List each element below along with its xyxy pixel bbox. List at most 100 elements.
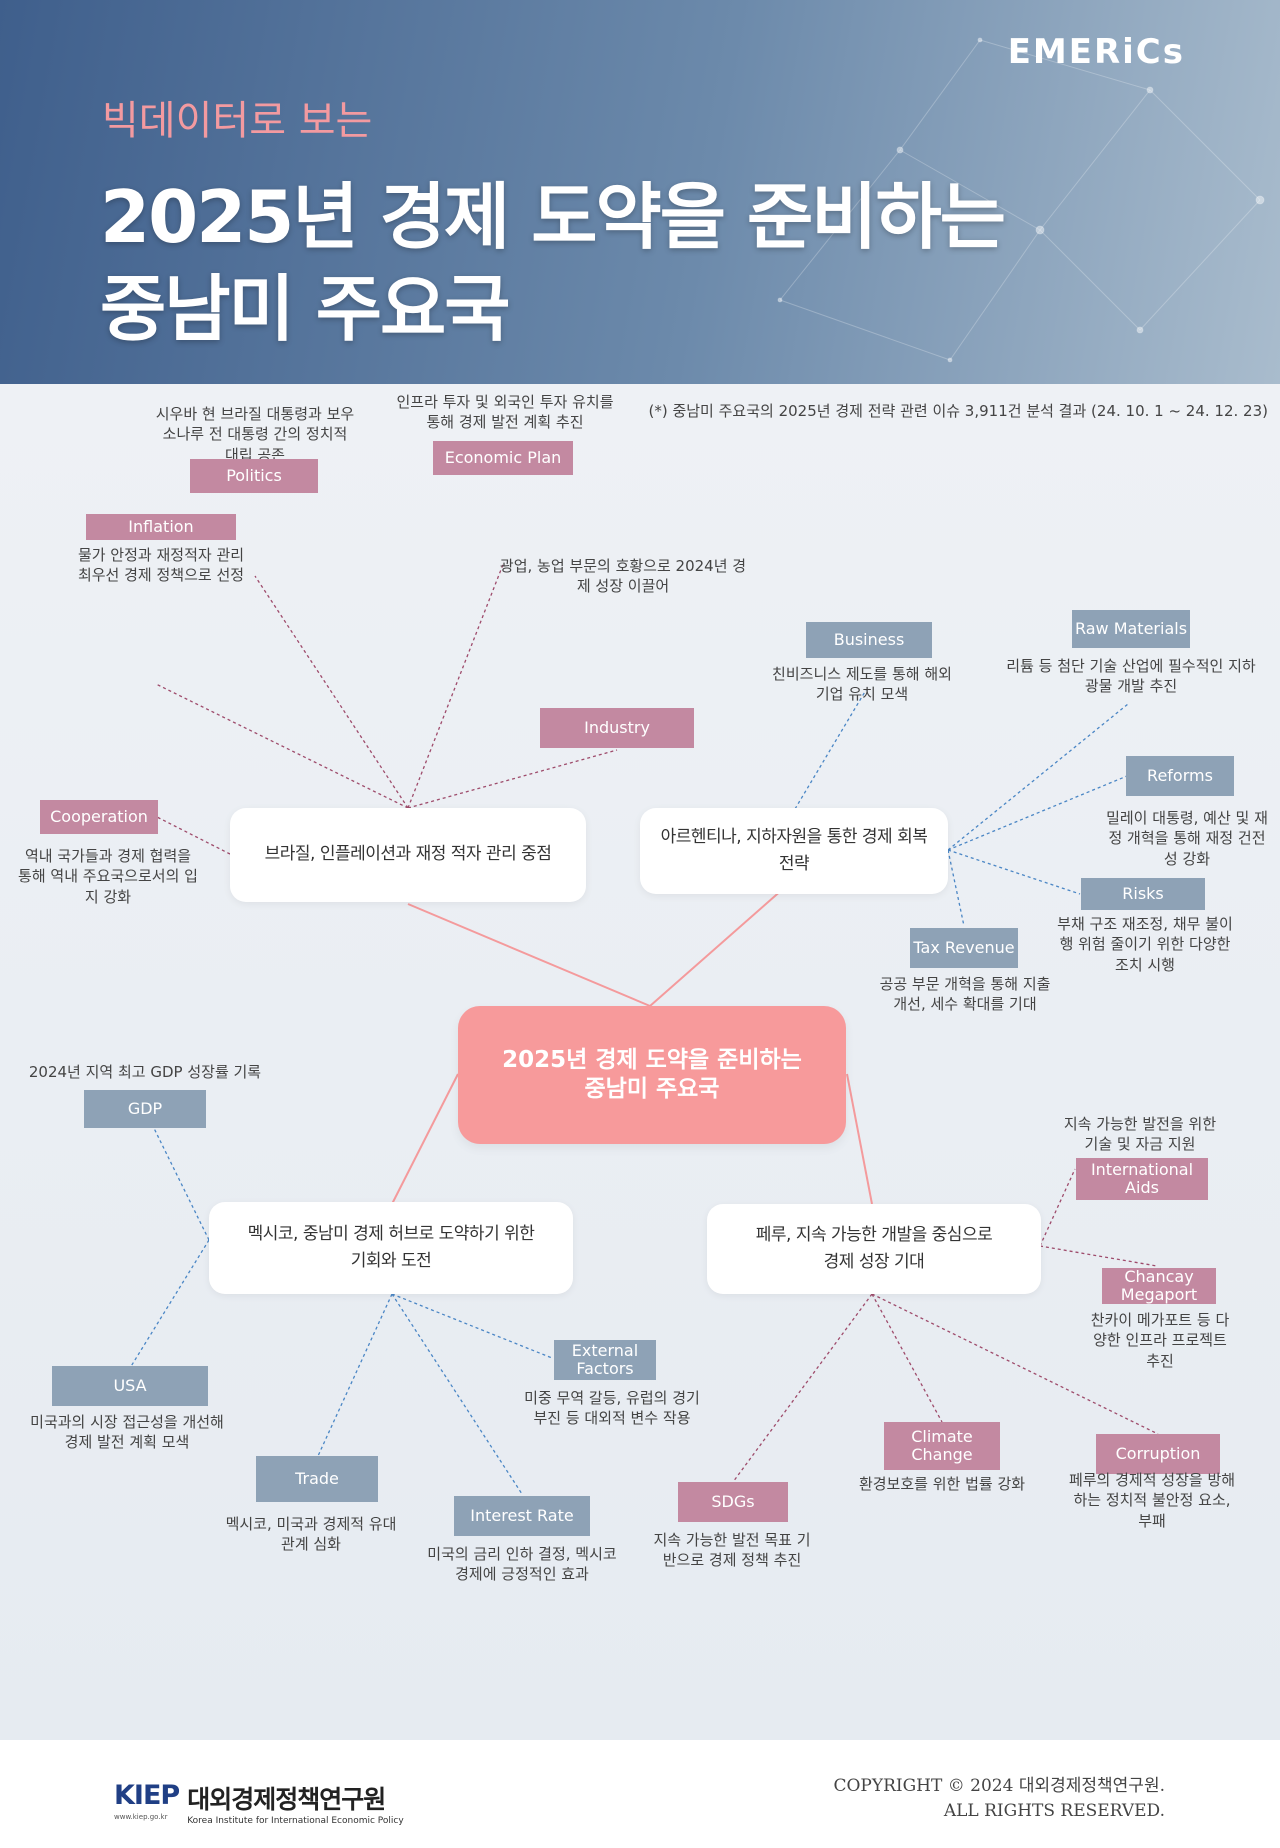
- tag-politics: Politics: [190, 459, 318, 493]
- kiep-logo-url: www.kiep.go.kr: [114, 1813, 168, 1821]
- branch-peru: 페루, 지속 가능한 개발을 중심으로 경제 성장 기대: [707, 1204, 1041, 1294]
- tag-inflation: Inflation: [86, 514, 236, 540]
- analysis-note: (*) 중남미 주요국의 2025년 경제 전략 관련 이슈 3,911건 분석…: [648, 402, 1268, 420]
- tag-chancay-megaport-line1: Chancay: [1124, 1266, 1194, 1286]
- mindmap-connectors: [129, 561, 1159, 1495]
- tag-tax-revenue: Tax Revenue: [910, 928, 1018, 968]
- desc-line: 부채 구조 재조정, 채무 불이: [1057, 915, 1233, 933]
- tag-chancay-megaport-line2: Megaport: [1120, 1285, 1198, 1304]
- branch-mexico: 멕시코, 중남미 경제 허브로 도약하기 위한 기회와 도전: [209, 1202, 573, 1294]
- page-title-line1: 2025년 경제 도약을 준비하는: [100, 175, 1006, 259]
- tag-external-factors-line2: Factors: [576, 1359, 634, 1378]
- tag-cooperation: Cooperation: [40, 800, 158, 834]
- desc-line: 2024년 지역 최고 GDP 성장률 기록: [28, 1063, 262, 1081]
- tag-international-aids: International Aids: [1076, 1158, 1208, 1200]
- header-banner: EMERiCs 빅데이터로 보는 2025년 경제 도약을 준비하는 중남미 주…: [0, 0, 1280, 384]
- desc-line: 경제에 긍정적인 효과: [455, 1565, 589, 1584]
- edge-center-argentina: [649, 873, 801, 1007]
- tag-international-aids-line1: International: [1090, 1159, 1194, 1179]
- tag-sdgs: SDGs: [678, 1482, 788, 1522]
- tag-raw-materials: Raw Materials: [1072, 610, 1190, 648]
- desc-line: 경제 발전 계획 모색: [64, 1433, 190, 1452]
- desc-line: 양한 인프라 프로젝트: [1093, 1331, 1227, 1350]
- desc-line: 제 성장 이끌어: [576, 577, 670, 596]
- desc-line: 멕시코, 미국과 경제적 유대: [225, 1515, 397, 1533]
- desc-line: 물가 안정과 재정적자 관리: [77, 546, 245, 564]
- desc-line: 밀레이 대통령, 예산 및 재: [1106, 809, 1268, 827]
- emerics-logo: EMERiCs: [1007, 32, 1185, 72]
- edge-center-mexico: [391, 1073, 459, 1205]
- page-title-line2: 중남미 주요국: [100, 267, 511, 351]
- branch-brazil: 브라질, 인플레이션과 재정 적자 관리 중점: [230, 808, 586, 902]
- tag-interest-rate: Interest Rate: [454, 1496, 590, 1536]
- tag-economic-plan: Economic Plan: [433, 441, 573, 475]
- desc-line: 부진 등 대외적 변수 작용: [533, 1409, 691, 1428]
- desc-line: 부패: [1138, 1511, 1166, 1530]
- tag-external-factors-line1: External: [571, 1340, 639, 1360]
- desc-gdp: 2024년 지역 최고 GDP 성장률 기록: [14, 1062, 276, 1082]
- branch-mexico-line2: 기회와 도전: [350, 1251, 432, 1271]
- desc-line: 정 개혁을 통해 재정 건전: [1108, 829, 1266, 848]
- tag-trade: Trade: [256, 1456, 378, 1502]
- desc-climate-change: 환경보호를 위한 법률 강화: [836, 1474, 1048, 1494]
- desc-line: 지속 가능한 발전을 위한: [1063, 1115, 1217, 1133]
- desc-line: 시우바 현 브라질 대통령과 보우: [155, 405, 355, 423]
- tag-risks: Risks: [1081, 878, 1205, 910]
- desc-line: 행 위험 줄이기 위한 다양한: [1059, 935, 1231, 954]
- tag-corruption: Corruption: [1096, 1434, 1220, 1474]
- kiep-logo: KIEP www.kiep.go.kr 대외경제정책연구원 Korea Inst…: [114, 1780, 404, 1826]
- header-kicker: 빅데이터로 보는: [102, 98, 373, 144]
- desc-line: 광업, 농업 부문의 호황으로 2024년 경: [499, 557, 747, 575]
- footer: KIEP www.kiep.go.kr 대외경제정책연구원 Korea Inst…: [0, 1740, 1280, 1848]
- desc-line: 기술 및 자금 지원: [1084, 1135, 1196, 1154]
- kiep-logo-english: Korea Institute for International Econom…: [187, 1816, 404, 1826]
- desc-line: 광물 개발 추진: [1084, 677, 1178, 696]
- tag-climate-change: Climate Change: [884, 1422, 1000, 1470]
- desc-line: 지속 가능한 발전 목표 기: [653, 1531, 811, 1549]
- desc-line: 역내 국가들과 경제 협력을: [24, 847, 192, 865]
- kiep-logo-korean: 대외경제정책연구원: [187, 1785, 386, 1814]
- edge-center-brazil: [407, 903, 651, 1007]
- branch-peru-line2: 경제 성장 기대: [823, 1252, 925, 1272]
- tag-climate-change-line1: Climate: [911, 1426, 973, 1446]
- tag-international-aids-line2: Aids: [1125, 1178, 1159, 1197]
- network-decoration: [777, 37, 1265, 363]
- central-topic: 2025년 경제 도약을 준비하는 중남미 주요국: [458, 1006, 846, 1144]
- desc-line: 친비즈니스 제도를 통해 해외: [772, 665, 952, 683]
- copyright: COPYRIGHT © 2024 대외경제정책연구원. ALL RIGHTS R…: [833, 1774, 1165, 1823]
- tag-chancay-megaport: Chancay Megaport: [1102, 1266, 1216, 1304]
- desc-line: 최우선 경제 정책으로 선정: [77, 566, 245, 585]
- tag-climate-change-line2: Change: [911, 1445, 973, 1464]
- central-topic-line1: 2025년 경제 도약을 준비하는: [502, 1047, 802, 1074]
- branch-argentina-line2: 전략: [778, 854, 810, 874]
- desc-line: 페루의 경제적 성장을 방해: [1068, 1471, 1236, 1489]
- desc-line: 통해 역내 주요국으로서의 입: [18, 867, 198, 886]
- desc-line: 미국과의 시장 접근성을 개선해: [30, 1413, 224, 1431]
- desc-line: 공공 부문 개혁을 통해 지출: [879, 975, 1051, 993]
- desc-line: 미국의 금리 인하 결정, 멕시코: [427, 1545, 617, 1563]
- tag-reforms: Reforms: [1126, 756, 1234, 796]
- desc-line: 하는 정치적 불안정 요소,: [1073, 1491, 1231, 1510]
- desc-line: 인프라 투자 및 외국인 투자 유치를: [396, 393, 614, 411]
- desc-line: 지 강화: [84, 887, 132, 906]
- desc-line: 개선, 세수 확대를 기대: [893, 995, 1037, 1014]
- branch-argentina: 아르헨티나, 지하자원을 통한 경제 회복 전략: [640, 808, 948, 894]
- tag-usa: USA: [52, 1366, 208, 1406]
- tag-external-factors: External Factors: [554, 1340, 656, 1380]
- tag-industry: Industry: [540, 708, 694, 748]
